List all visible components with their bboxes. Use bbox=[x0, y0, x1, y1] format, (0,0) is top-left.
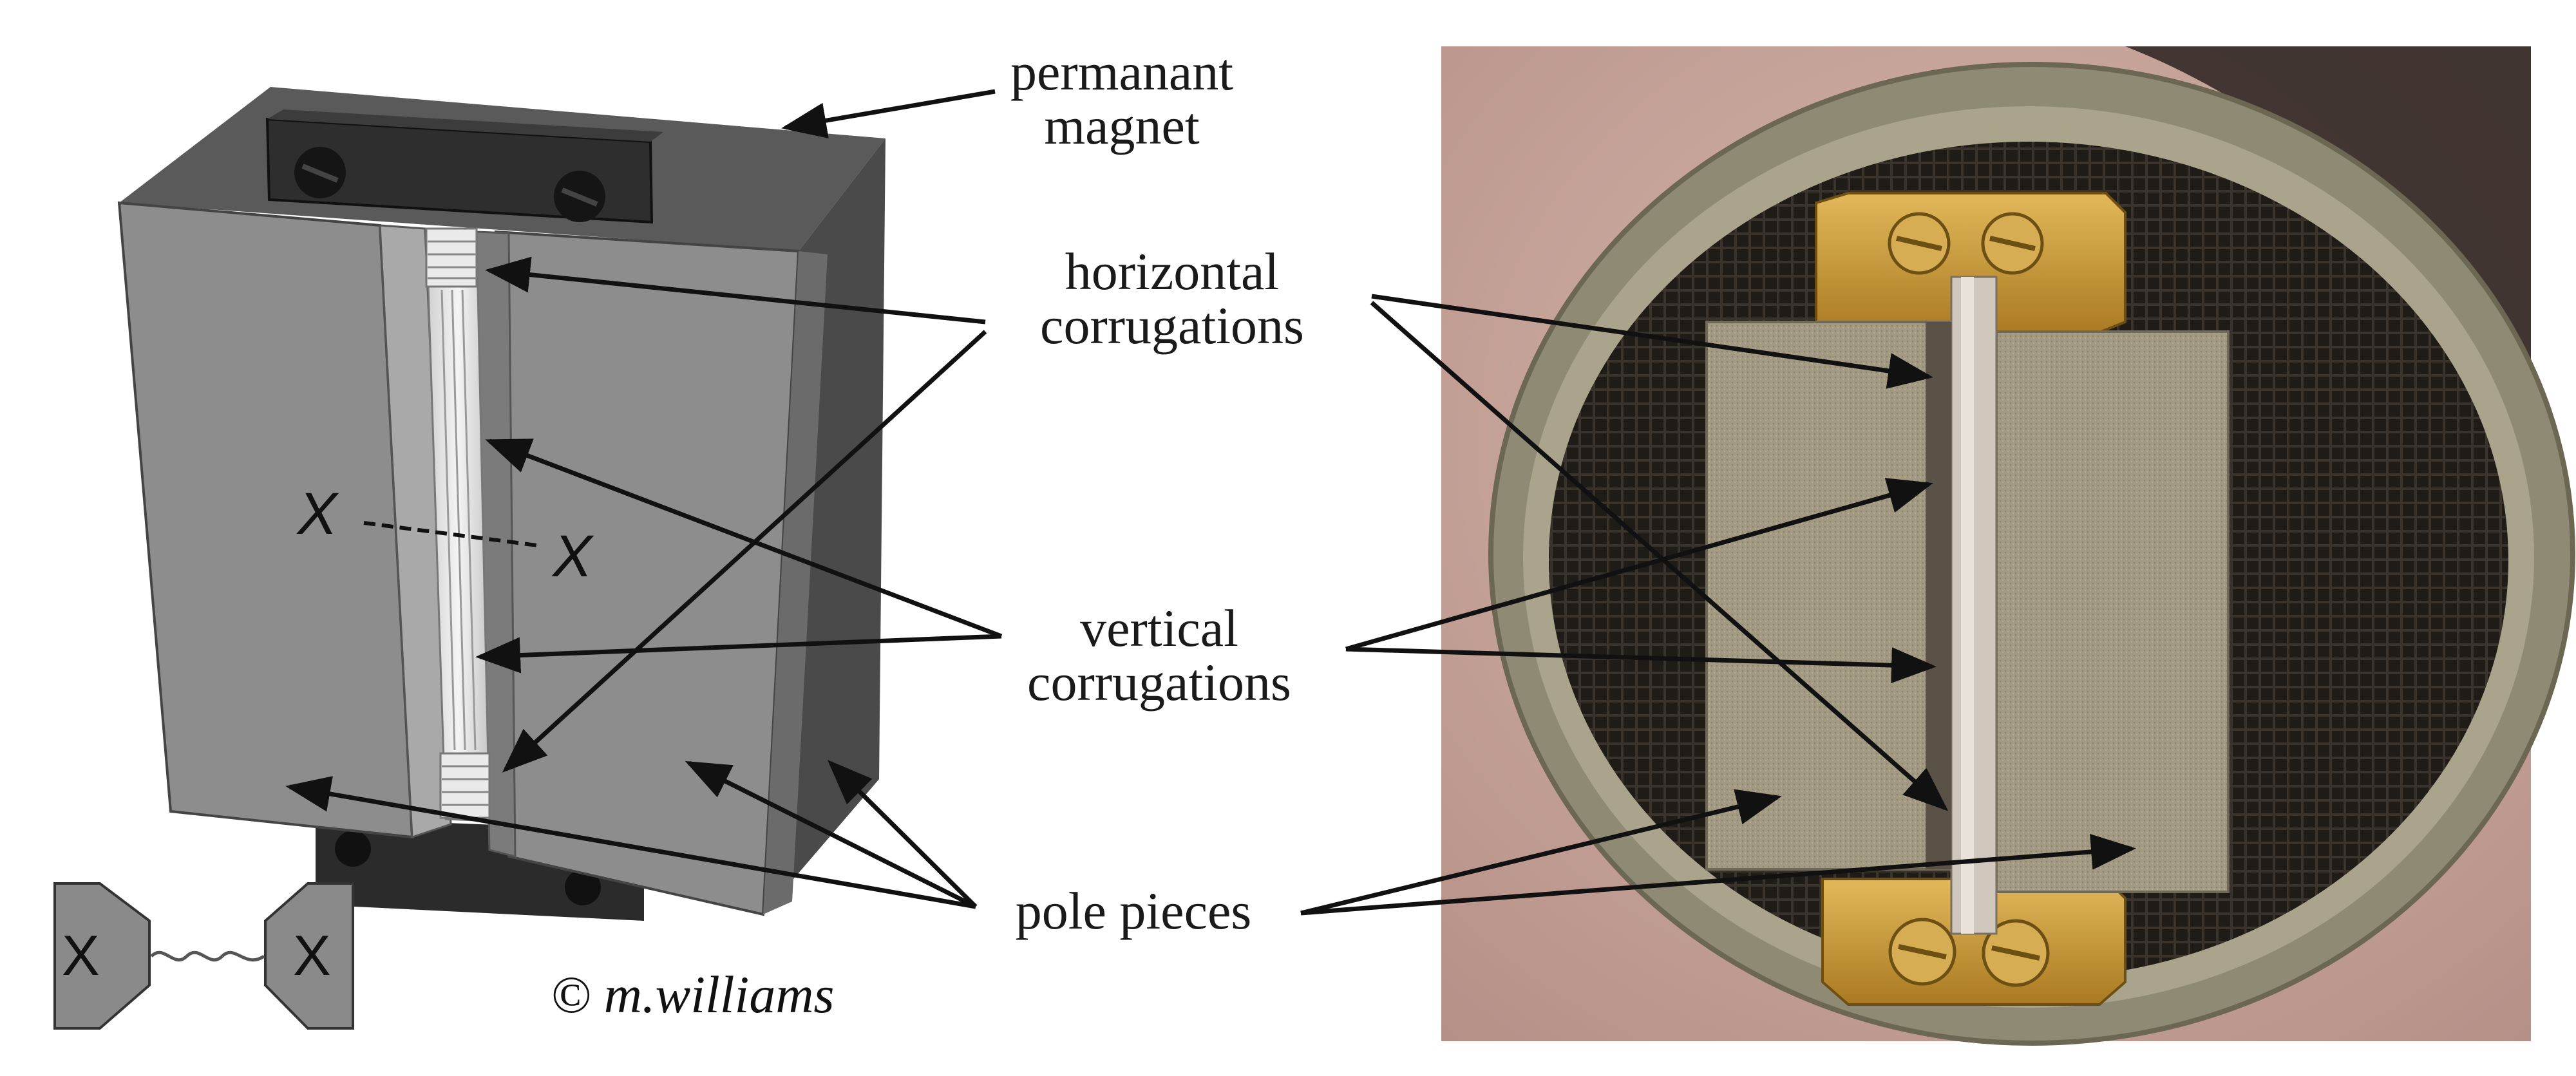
right-pole-piece bbox=[494, 230, 800, 916]
arrow-pole-left bbox=[285, 776, 976, 909]
ribbon-motor-photo bbox=[1441, 46, 2575, 1046]
label-permanent-magnet: permanant magnet bbox=[1010, 42, 1234, 155]
arrow-pole-photo-right bbox=[1300, 833, 2136, 916]
section-mark-left: X bbox=[298, 481, 337, 547]
left-pole-bevel bbox=[379, 224, 452, 839]
ribbon-top-corrugation bbox=[425, 227, 478, 288]
left-pole-piece bbox=[117, 201, 414, 839]
arrow-pole-photo-left bbox=[1300, 789, 1782, 916]
arrow-vertical-photo-upper bbox=[1345, 478, 1933, 652]
label-horizontal-corrugations: horizontal corrugations bbox=[1040, 242, 1304, 355]
cross-section-mark-left: X bbox=[62, 923, 100, 987]
cross-section-mark-right: X bbox=[293, 923, 331, 987]
cross-section-right-pole bbox=[264, 882, 354, 1030]
cross-section-inset bbox=[53, 882, 354, 1030]
bottom-screw-right bbox=[565, 869, 601, 905]
annotation-arrows bbox=[285, 89, 2136, 916]
arrow-pole-right bbox=[828, 760, 978, 909]
label-vertical-corrugations: vertical corrugations bbox=[1027, 599, 1291, 712]
copyright-notice: © m.williams bbox=[551, 965, 835, 1024]
right-edge-strip bbox=[763, 251, 828, 914]
arrow-horizontal-top bbox=[485, 256, 986, 325]
section-mark-right: X bbox=[553, 524, 592, 589]
photo-left-pole-piece bbox=[1705, 321, 1953, 871]
arrow-magnet bbox=[781, 89, 996, 138]
arrow-vertical-upper bbox=[485, 439, 1003, 639]
cross-section-ribbon bbox=[150, 950, 265, 962]
ribbon-bottom-corrugation bbox=[439, 752, 491, 819]
arrow-horizontal-photo-top bbox=[1371, 294, 1933, 389]
arrow-vertical-photo-lower bbox=[1345, 647, 1937, 684]
arrow-pole-mid bbox=[685, 760, 977, 909]
cross-section-left-pole bbox=[53, 882, 151, 1030]
arrow-vertical-lower bbox=[475, 634, 1002, 674]
arrow-horizontal-photo-bottom bbox=[1370, 301, 1949, 811]
ribbon-motor-drawing bbox=[117, 87, 886, 921]
arrow-horizontal-bottom bbox=[502, 330, 987, 773]
label-pole-pieces: pole pieces bbox=[1015, 882, 1252, 940]
bottom-screw-left bbox=[335, 831, 371, 867]
section-line bbox=[363, 521, 543, 548]
photo-right-pole-piece bbox=[1995, 330, 2230, 893]
